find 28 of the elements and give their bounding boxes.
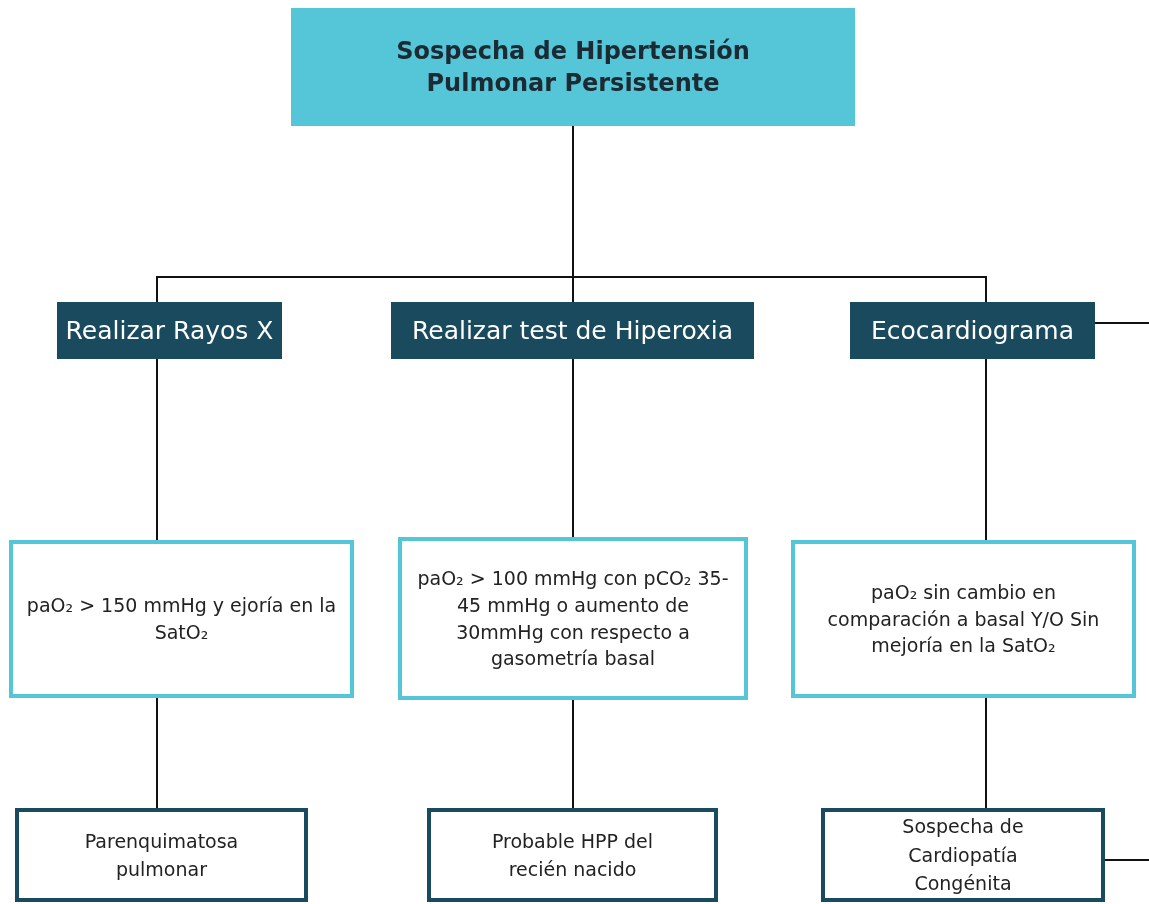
connector-line bbox=[572, 699, 574, 809]
box-text: Sospecha de Cardiopatía Congénita bbox=[901, 814, 1025, 897]
box-text: Probable HPP del recién nacido bbox=[490, 828, 655, 882]
box-text: Realizar test de Hiperoxia bbox=[412, 316, 733, 345]
process-box bbox=[57, 302, 282, 359]
box-text: Parenquimatosa pulmonar bbox=[83, 828, 240, 882]
connector-line bbox=[156, 358, 158, 541]
title-box bbox=[291, 8, 855, 126]
process-box bbox=[850, 302, 1095, 359]
box-text: Ecocardiograma bbox=[871, 316, 1074, 345]
condition-box bbox=[791, 540, 1136, 698]
box-text: paO₂ > 100 mmHg con pCO₂ 35-45 mmHg o aumento de 30mmHg con respecto a gasometría basal bbox=[416, 566, 730, 672]
connector-line bbox=[572, 358, 574, 538]
result-box bbox=[821, 808, 1105, 902]
connector-line bbox=[1104, 859, 1149, 861]
box-text: Realizar Rayos X bbox=[65, 316, 274, 345]
process-box bbox=[391, 302, 754, 359]
box-text: Sospecha de Hipertensión Pulmonar Persistente bbox=[395, 35, 751, 99]
condition-box bbox=[9, 540, 354, 698]
box-text: paO₂ sin cambio en comparación a basal Y/O Sin mejoría en la SatO₂ bbox=[826, 580, 1101, 659]
result-box bbox=[15, 808, 308, 902]
connector-line bbox=[156, 697, 158, 809]
result-box bbox=[427, 808, 718, 902]
connector-line bbox=[985, 697, 987, 809]
connector-line bbox=[1094, 322, 1149, 324]
connector-line bbox=[985, 358, 987, 541]
condition-box bbox=[398, 537, 748, 700]
box-text: paO₂ > 150 mmHg y ejoría en la SatO₂ bbox=[25, 593, 338, 645]
